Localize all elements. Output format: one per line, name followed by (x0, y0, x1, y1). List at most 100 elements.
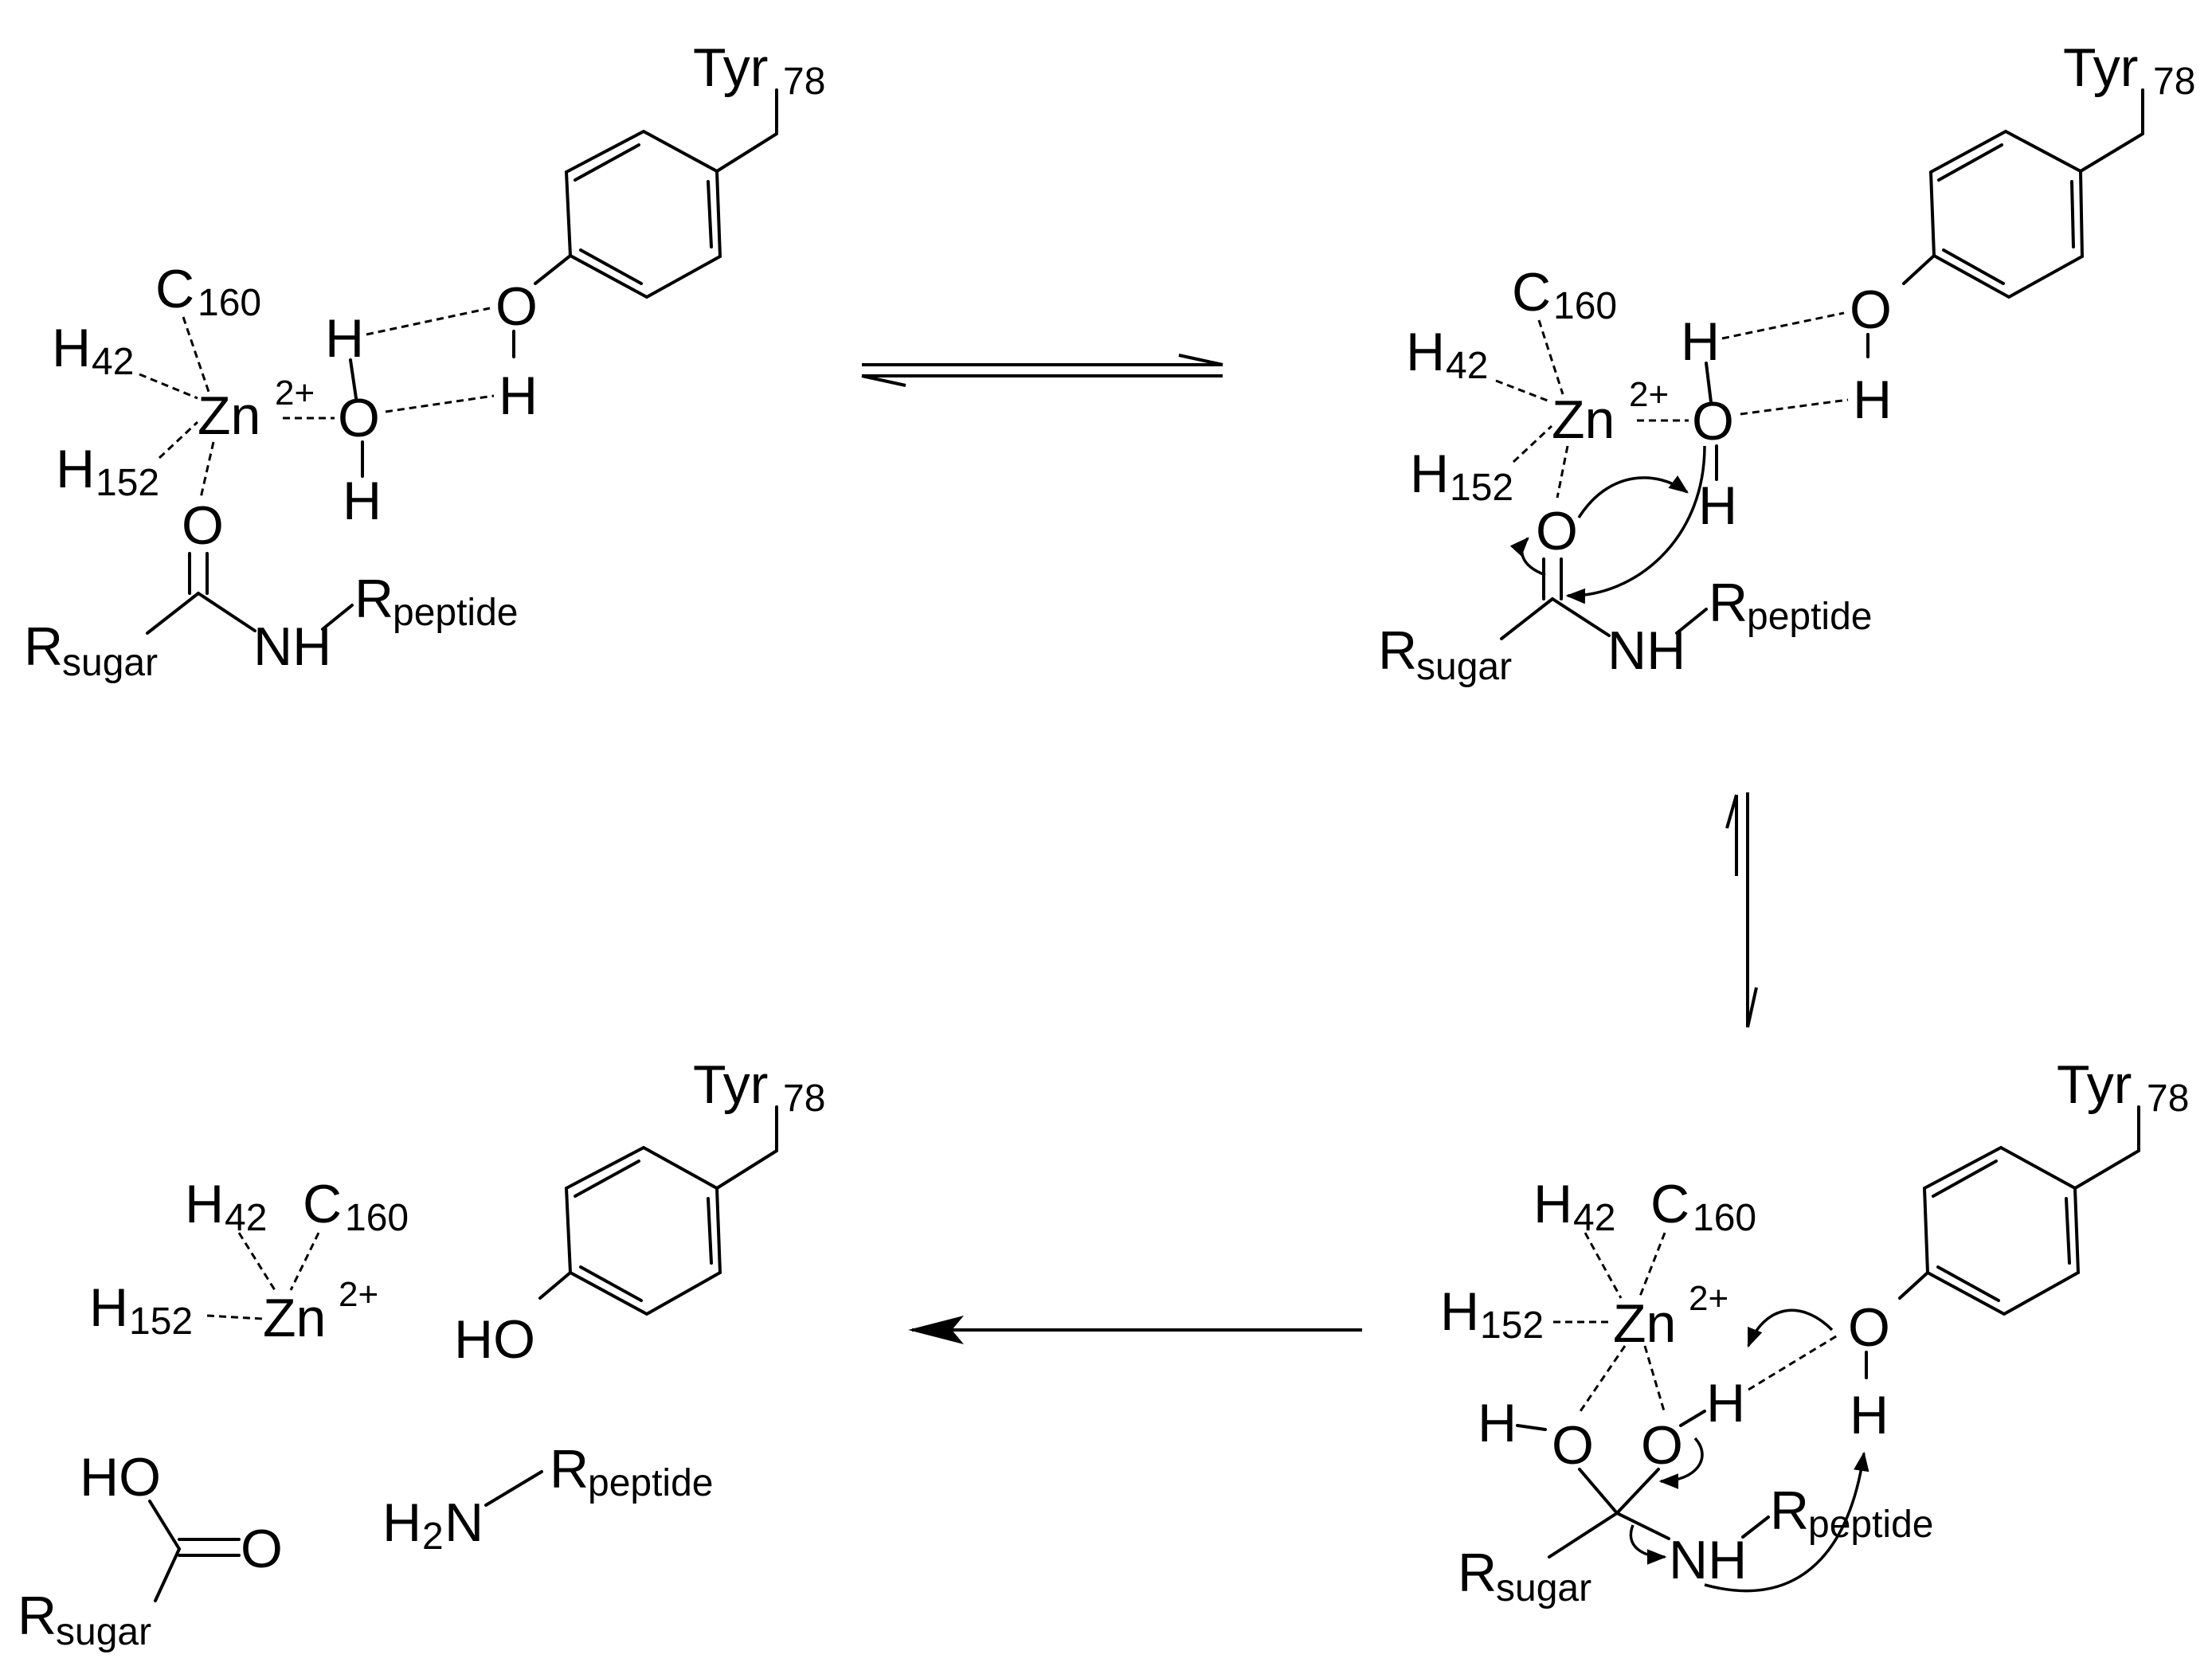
acid-hydroxyl: HO (80, 1447, 161, 1508)
r-peptide-letter: R (1709, 573, 1748, 633)
tyr-oxygen: O (1848, 1297, 1890, 1358)
his42-number: 42 (92, 341, 134, 383)
curly-arrow (1577, 475, 1689, 518)
his152-number: 152 (1450, 467, 1513, 509)
cys160-number: 160 (1693, 1197, 1756, 1239)
water-h-top: H (325, 308, 364, 369)
his42-letter: H (1406, 322, 1445, 382)
tyr-phenol-ring (564, 1145, 722, 1316)
his152-letter: H (1410, 444, 1449, 504)
his42-number: 42 (225, 1197, 267, 1239)
r-peptide-sub: peptide (393, 592, 518, 634)
his152-number: 152 (1480, 1304, 1544, 1347)
curly-arrow (1704, 1451, 1869, 1593)
curly-arrow (1747, 1308, 1834, 1348)
products: Tyr 78 HO Zn 2+ H 42 C 160 H 152 HO O R … (18, 1054, 825, 1653)
zinc-charge: 2+ (1629, 375, 1669, 414)
r-sugar-letter: R (18, 1586, 57, 1646)
equilibrium-arrow-1 (861, 354, 1223, 387)
cys160-letter: C (155, 259, 194, 319)
tyr-name: Tyr (693, 37, 768, 98)
tyr-name: Tyr (2057, 1054, 2132, 1115)
zinc-charge: 2+ (339, 1275, 378, 1314)
his152-number: 152 (96, 462, 159, 504)
his152-letter: H (56, 439, 95, 499)
tyr-name: Tyr (2063, 37, 2138, 98)
cys160-letter: C (1650, 1174, 1689, 1234)
cys160-number: 160 (198, 282, 261, 324)
tyr-o-bond (534, 254, 572, 285)
carbonyl-oxygen: O (182, 495, 224, 556)
equilibrium-arrow-2 (1725, 792, 1758, 1028)
r-peptide-sub: peptide (588, 1462, 713, 1504)
zinc-charge: 2+ (275, 374, 315, 413)
oxyanion-oxygen: O (1641, 1415, 1683, 1476)
his42-number: 42 (1573, 1197, 1615, 1239)
curly-arrow (1658, 1437, 1704, 1489)
r-sugar-sub: sugar (1496, 1567, 1591, 1609)
water-h-bottom: H (343, 471, 382, 531)
activated-complex: Tyr 78 O H Zn 2+ C 160 H 42 H 152 O H H (1378, 37, 2195, 688)
tyr-oxygen: O (495, 276, 538, 337)
r-peptide-letter: R (550, 1439, 589, 1500)
tyr-ch2-bond (715, 88, 778, 173)
tyr-number: 78 (2153, 61, 2195, 103)
water-h-bottom: H (1698, 475, 1737, 536)
his42-letter: H (52, 318, 91, 378)
amide-nh: NH (253, 616, 331, 677)
r-peptide-letter: R (1770, 1480, 1809, 1541)
tetrahedral-intermediate: Tyr 78 O H Zn 2+ H 42 C 160 H 152 H O O … (1440, 1054, 2189, 1609)
oh-oxygen: O (1552, 1415, 1594, 1476)
oxyanion-hydrogen: H (1706, 1373, 1745, 1433)
r-peptide-letter: R (354, 569, 393, 629)
amine-hydrogen: H (382, 1492, 421, 1553)
curly-arrow (1629, 1524, 1667, 1565)
his42-letter: H (1533, 1174, 1572, 1234)
r-sugar-sub: sugar (1416, 646, 1512, 688)
his152-letter: H (1440, 1281, 1479, 1342)
tyr-hydrogen: H (499, 366, 538, 426)
cys160-letter: C (1512, 262, 1551, 323)
oh-hydrogen: H (1478, 1393, 1517, 1453)
his42-letter: H (185, 1174, 224, 1234)
tyr-number: 78 (783, 1077, 825, 1120)
amine-subscript: 2 (422, 1516, 444, 1558)
curly-arrow (1565, 445, 1706, 604)
carbonyl-oxygen: O (1536, 501, 1578, 561)
amide-nh: NH (1669, 1530, 1747, 1590)
cys160-letter: C (303, 1174, 342, 1234)
his152-number: 152 (129, 1300, 193, 1343)
tyr-phenol-ring (1922, 1145, 2081, 1316)
zinc-ion: Zn (263, 1288, 326, 1348)
zinc-ion: Zn (1552, 389, 1615, 450)
r-sugar-letter: R (24, 616, 63, 677)
reactant-complex: Tyr 78 O H Zn 2+ C 160 H 42 H 152 O H H (24, 37, 825, 684)
phenol-hydroxyl: HO (454, 1309, 535, 1370)
tyr-phenol-ring (1928, 129, 2085, 299)
r-peptide-sub: peptide (1747, 596, 1872, 638)
water-h-top: H (1681, 311, 1720, 372)
water-oxygen: O (338, 388, 380, 448)
tyr-number: 78 (2147, 1077, 2189, 1120)
r-sugar-letter: R (1458, 1543, 1497, 1603)
amine-nitrogen: N (444, 1492, 484, 1553)
his42-number: 42 (1446, 345, 1488, 387)
cys160-number: 160 (1553, 285, 1617, 327)
tyr-phenol-ring (564, 129, 722, 299)
acid-carbonyl-oxygen: O (241, 1519, 283, 1579)
his152-letter: H (89, 1277, 128, 1338)
tyr-name: Tyr (693, 1054, 768, 1115)
water-oxygen: O (1692, 391, 1734, 452)
r-peptide-sub: peptide (1808, 1504, 1933, 1546)
r-sugar-sub: sugar (56, 1611, 151, 1653)
amide-nh: NH (1607, 620, 1685, 681)
tyr-hydrogen: H (1853, 370, 1892, 430)
tyr-oxygen: O (1850, 280, 1892, 340)
cys160-number: 160 (345, 1197, 409, 1239)
zinc-charge: 2+ (1689, 1279, 1728, 1318)
r-sugar-sub: sugar (62, 642, 158, 684)
forward-arrow (908, 1316, 1362, 1344)
r-sugar-letter: R (1378, 620, 1417, 681)
zinc-ion: Zn (1613, 1293, 1676, 1354)
tyr-hydrogen: H (1850, 1385, 1889, 1445)
